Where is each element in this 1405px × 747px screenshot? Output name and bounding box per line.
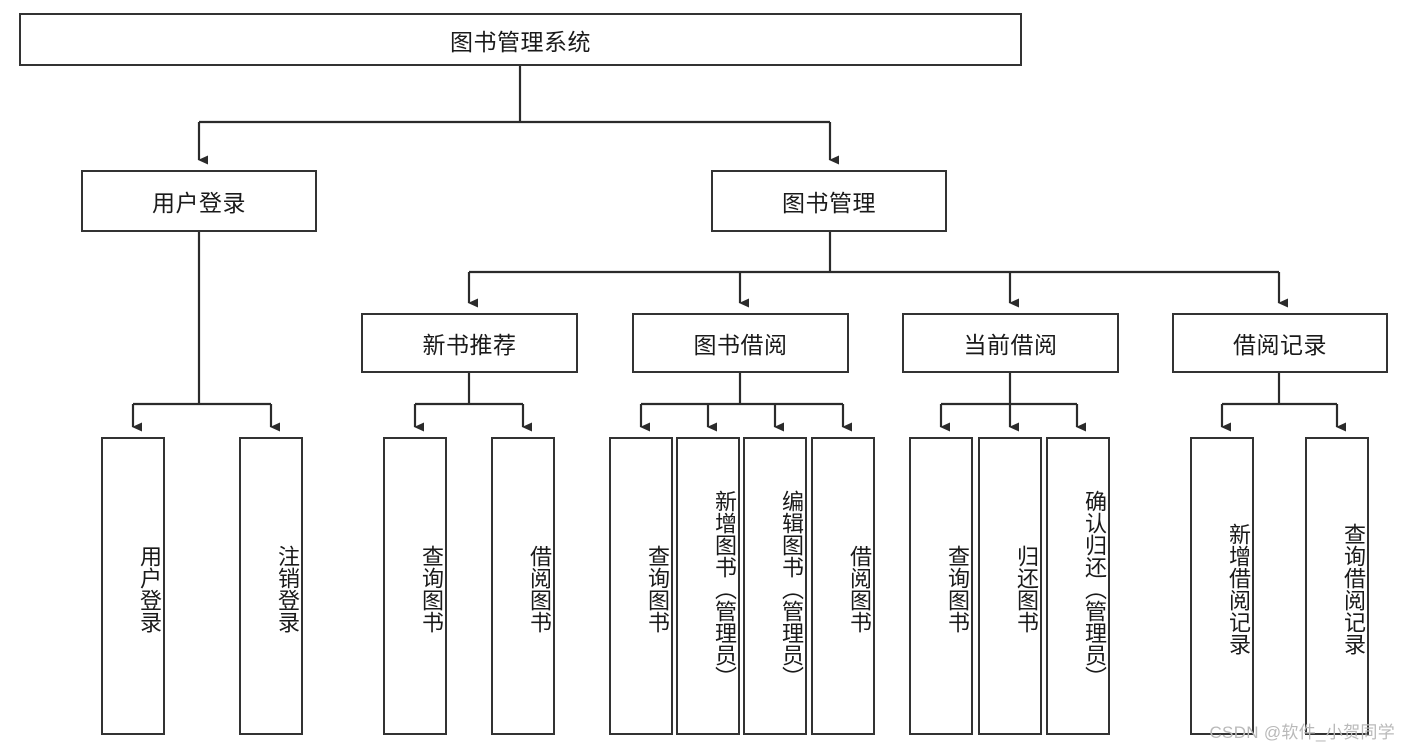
node-leaf-add-book-admin[interactable]: 新增图书（管理员） [676,437,740,735]
node-label: 借阅图书 [527,545,552,633]
node-label: 注销登录 [275,545,300,633]
node-new-book-recommend[interactable]: 新书推荐 [361,313,578,373]
node-leaf-return-book[interactable]: 归还图书 [978,437,1042,735]
node-leaf-add-borrow-record[interactable]: 新增借阅记录 [1190,437,1254,735]
node-leaf-query-book-recommend[interactable]: 查询图书 [383,437,447,735]
node-label: 用户登录 [152,190,246,216]
node-label: 图书管理系统 [450,28,591,55]
node-label: 图书管理 [782,190,876,216]
node-label: 当前借阅 [963,332,1058,358]
node-label: 借阅图书 [847,545,872,633]
node-label: 查询图书 [419,545,444,633]
node-label: 查询借阅记录 [1341,523,1366,655]
node-label: 确认归还（管理员） [1082,490,1107,688]
node-label: 借阅记录 [1233,332,1327,358]
node-leaf-borrow-book-recommend[interactable]: 借阅图书 [491,437,555,735]
node-label: 新增图书（管理员） [712,490,737,688]
node-root-book-management-system[interactable]: 图书管理系统 [19,13,1022,66]
node-label: 编辑图书（管理员） [779,490,804,688]
node-leaf-query-book-borrow[interactable]: 查询图书 [609,437,673,735]
node-label: 查询图书 [645,545,670,633]
node-book-borrow[interactable]: 图书借阅 [632,313,849,373]
node-leaf-query-borrow-record[interactable]: 查询借阅记录 [1305,437,1369,735]
node-leaf-user-login[interactable]: 用户登录 [101,437,165,735]
node-leaf-confirm-return-admin[interactable]: 确认归还（管理员） [1046,437,1110,735]
node-label: 用户登录 [137,545,162,633]
node-label: 归还图书 [1014,545,1039,633]
node-current-borrow[interactable]: 当前借阅 [902,313,1119,373]
node-leaf-edit-book-admin[interactable]: 编辑图书（管理员） [743,437,807,735]
node-leaf-borrow-book[interactable]: 借阅图书 [811,437,875,735]
node-user-login[interactable]: 用户登录 [81,170,317,232]
node-borrow-records[interactable]: 借阅记录 [1172,313,1388,373]
node-label: 查询图书 [945,545,970,633]
node-leaf-logout[interactable]: 注销登录 [239,437,303,735]
node-book-management[interactable]: 图书管理 [711,170,947,232]
node-label: 新书推荐 [422,332,517,358]
node-leaf-query-book-current[interactable]: 查询图书 [909,437,973,735]
node-label: 新增借阅记录 [1226,523,1251,655]
node-label: 图书借阅 [693,332,788,358]
csdn-watermark: CSDN @软件_小贺同学 [1209,723,1395,742]
